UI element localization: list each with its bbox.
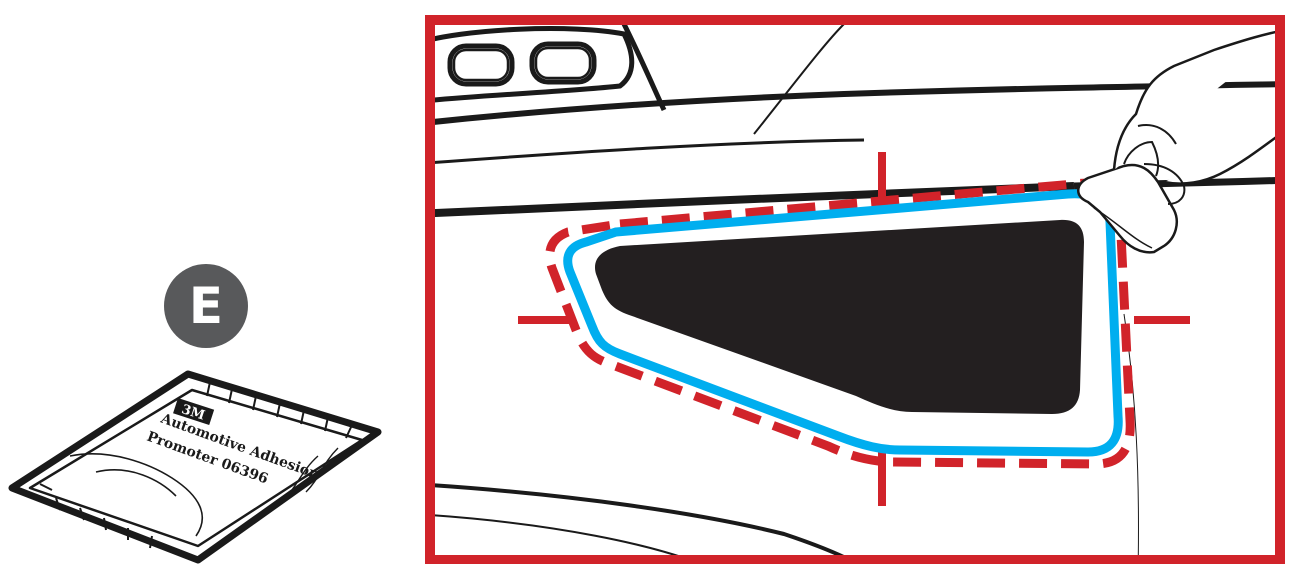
door-switch-panel (430, 26, 635, 103)
packet-crease-lines (281, 447, 339, 501)
packet-brand-logo: 3M (173, 398, 215, 425)
adhesion-promoter-packet-icon: 3M Automotive Adhesion Promoter 06396 (8, 370, 382, 564)
step-letter: E (188, 277, 224, 335)
hand-fingers (1123, 124, 1186, 205)
packet-crimp-marks (39, 381, 353, 549)
door-switch-2 (529, 41, 597, 85)
packet-seal (28, 388, 364, 548)
window-decal (595, 219, 1084, 414)
car-door-scene (430, 22, 1280, 560)
door-switch-1 (447, 43, 515, 87)
illustration-frame (425, 15, 1285, 564)
packet-brand-text: 3M (180, 402, 207, 424)
wiping-cloth (1077, 163, 1178, 254)
hand-wiping-icon (1077, 29, 1280, 254)
step-badge: E (164, 264, 248, 348)
application-illustration (425, 15, 1285, 564)
alignment-marks (518, 152, 1190, 506)
hand-outline (1112, 29, 1280, 185)
packet-fold-lines (69, 453, 204, 537)
